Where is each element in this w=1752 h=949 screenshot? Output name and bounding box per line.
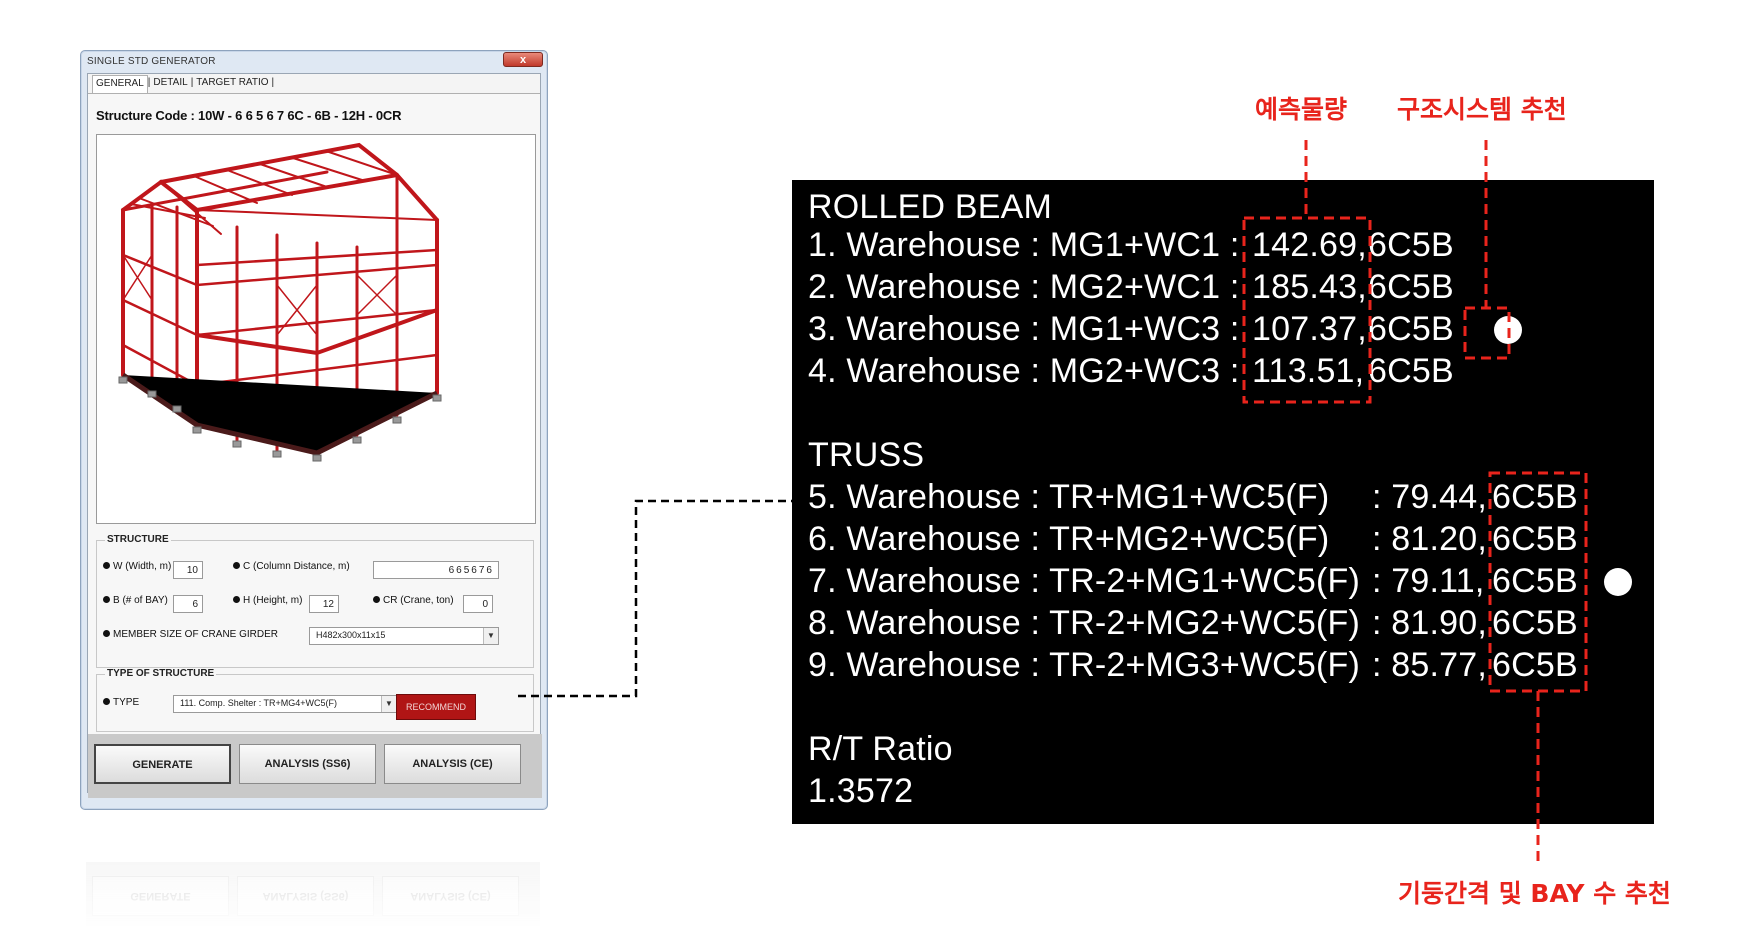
result-row-3-code: 6C5B — [1368, 310, 1454, 348]
result-row-9-code: 6C5B — [1492, 646, 1578, 684]
width-field[interactable]: 10 — [173, 561, 203, 579]
result-row-1-code: 6C5B — [1368, 226, 1454, 264]
result-row-6-code: 6C5B — [1492, 520, 1578, 558]
result-row-6: 6. Warehouse : TR+MG2+WC5(F) — [808, 520, 1330, 558]
steel-frame-model — [118, 142, 442, 462]
result-row-label: 2. Warehouse : MG2+WC1 : — [808, 268, 1240, 306]
result-row-label: 4. Warehouse : MG2+WC3 : — [808, 352, 1240, 390]
generator-window: SINGLE STD GENERATOR x GENERAL | DETAIL … — [80, 50, 548, 810]
width-label: W (Width, m) — [103, 561, 171, 572]
truss-title: TRUSS — [808, 436, 925, 474]
analysis-ce-button[interactable]: ANALYSIS (CE) — [384, 744, 521, 784]
height-label: H (Height, m) — [233, 595, 302, 606]
crane-girder-value: H482x300x11x15 — [316, 630, 386, 640]
ratio-value: 1.3572 — [808, 772, 914, 810]
model-viewport[interactable] — [96, 134, 536, 524]
structure-group-title: STRUCTURE — [105, 534, 171, 545]
tab-bar: GENERAL | DETAIL | TARGET RATIO | — [92, 75, 274, 93]
result-row-4-code: 6C5B — [1368, 352, 1454, 390]
result-row-5-code: 6C5B — [1492, 478, 1578, 516]
tab-separator: | — [190, 77, 194, 88]
result-row-6-qty: : 81.20, — [1372, 520, 1488, 558]
crane-field[interactable]: 0 — [463, 595, 493, 613]
result-row-7-qty: : 79.11, — [1372, 562, 1485, 600]
tab-detail[interactable]: DETAIL — [153, 77, 188, 88]
result-row-9: 9. Warehouse : TR-2+MG3+WC5(F) — [808, 646, 1361, 684]
window-client: GENERAL | DETAIL | TARGET RATIO | Struct… — [87, 73, 542, 798]
result-row-4-qty: 113.51, — [1252, 352, 1365, 390]
structure-group: STRUCTURE W (Width, m) 10 C (Column Dist… — [96, 534, 534, 668]
result-row-9-qty: : 85.77, — [1372, 646, 1488, 684]
analysis-ss6-button[interactable]: ANALYSIS (SS6) — [239, 744, 376, 784]
result-row-3: 3. Warehouse : MG1+WC3 : — [808, 310, 1240, 348]
bay-field[interactable]: 6 — [173, 595, 203, 613]
rolled-beam-title: ROLLED BEAM — [808, 188, 1053, 226]
structure-code: Structure Code : 10W - 6 6 5 6 7 6C - 6B… — [96, 108, 402, 123]
result-row-2-code: 6C5B — [1368, 268, 1454, 306]
tab-separator: | — [147, 77, 151, 88]
result-row-3-qty: 107.37, — [1252, 310, 1367, 348]
result-row-label: 3. Warehouse : MG1+WC3 : — [808, 310, 1240, 348]
result-row-8: 8. Warehouse : TR-2+MG2+WC5(F) — [808, 604, 1361, 642]
tab-separator: | — [271, 77, 275, 88]
ratio-title: R/T Ratio — [808, 730, 953, 768]
general-panel: Structure Code : 10W - 6 6 5 6 7 6C - 6B… — [88, 93, 542, 798]
type-value: 111. Comp. Shelter : TR+MG4+WC5(F) — [180, 698, 338, 708]
chevron-down-icon[interactable]: ▼ — [483, 628, 498, 644]
type-group-title: TYPE OF STRUCTURE — [105, 668, 217, 679]
result-row-4: 4. Warehouse : MG2+WC3 : — [808, 352, 1240, 390]
button-bar: GENERATE ANALYSIS (SS6) ANALYSIS (CE) — [88, 734, 542, 798]
callout-system: 구조시스템 추천 — [1397, 95, 1567, 124]
type-select[interactable]: 111. Comp. Shelter : TR+MG4+WC5(F) ▼ — [173, 695, 397, 713]
result-row-2-qty: 185.43, — [1252, 268, 1367, 306]
result-row-8-qty: : 81.90, — [1372, 604, 1488, 642]
generate-button[interactable]: GENERATE — [94, 744, 231, 784]
column-distance-field[interactable]: 665676 — [373, 561, 499, 579]
result-row-7-code: 6C5B — [1492, 562, 1578, 600]
title-bar[interactable]: SINGLE STD GENERATOR x — [81, 51, 547, 71]
result-row-7: 7. Warehouse : TR-2+MG1+WC5(F) — [808, 562, 1361, 600]
crane-girder-select[interactable]: H482x300x11x15 ▼ — [309, 627, 499, 645]
result-row-5: 5. Warehouse : TR+MG1+WC5(F) — [808, 478, 1330, 516]
result-row-label: 1. Warehouse : MG1+WC1 : — [808, 226, 1240, 264]
recommended-bay-marker — [1604, 568, 1632, 596]
result-panel: ROLLED BEAM 1. Warehouse : MG1+WC1 : 142… — [792, 180, 1654, 824]
result-row-5-qty: : 79.44, — [1372, 478, 1488, 516]
crane-girder-label: MEMBER SIZE OF CRANE GIRDER — [103, 629, 278, 640]
chevron-down-icon[interactable]: ▼ — [381, 696, 396, 712]
callout-bay: 기둥간격 및 BAY 수 추천 — [1398, 879, 1671, 908]
crane-label: CR (Crane, ton) — [373, 595, 454, 606]
result-row-1-qty: 142.69, — [1252, 226, 1367, 264]
result-row-8-code: 6C5B — [1492, 604, 1578, 642]
type-group: TYPE OF STRUCTURE TYPE 111. Comp. Shelte… — [96, 668, 534, 732]
result-row-2: 2. Warehouse : MG2+WC1 : — [808, 268, 1240, 306]
window-title: SINGLE STD GENERATOR — [87, 56, 216, 67]
height-field[interactable]: 12 — [309, 595, 339, 613]
callout-quantity: 예측물량 — [1255, 95, 1348, 124]
bay-label: B (# of BAY) — [103, 595, 168, 606]
type-label: TYPE — [103, 697, 139, 708]
column-distance-label: C (Column Distance, m) — [233, 561, 350, 572]
result-row-1: 1. Warehouse : MG1+WC1 : — [808, 226, 1240, 264]
recommend-button[interactable]: RECOMMEND — [396, 694, 476, 720]
close-button[interactable]: x — [503, 52, 543, 67]
tab-general[interactable]: GENERAL — [92, 75, 148, 93]
tab-target-ratio[interactable]: TARGET RATIO — [196, 77, 269, 88]
